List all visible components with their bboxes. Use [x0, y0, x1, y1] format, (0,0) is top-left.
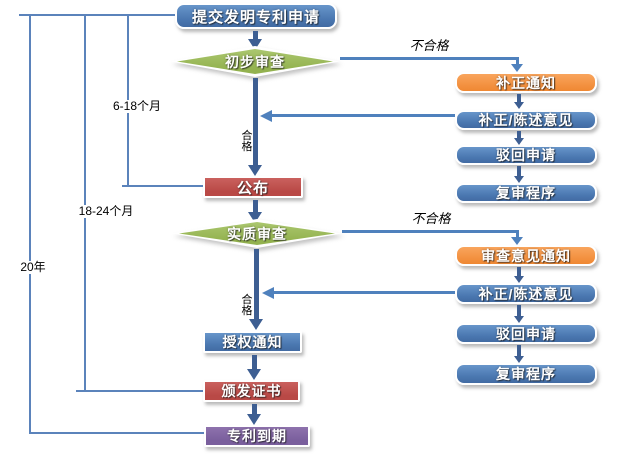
arrow-preliminary-to-publish-head [248, 165, 262, 176]
edge-preliminary-fail-head [511, 64, 523, 72]
arrow-submit-to-preliminary [253, 31, 258, 39]
node-submit-application-label: 提交发明专利申请 [191, 8, 320, 26]
node-submit-application: 提交发明专利申请 [175, 3, 337, 29]
arrow-branch1-2-head [514, 138, 524, 145]
arrow-branch1-3-head [514, 176, 524, 183]
node-issue-certificate: 颁发证书 [203, 380, 300, 402]
node-reexamination-1-label: 复审程序 [496, 185, 556, 201]
bracket-top-line [19, 14, 175, 16]
edge-substantive-fail-head [511, 237, 523, 245]
arrow-grant-to-certificate-head [247, 369, 261, 380]
arrow-branch2-1-head [514, 276, 524, 283]
edge-feedback-2-line [274, 291, 455, 294]
edge-substantive-fail-line [342, 230, 518, 233]
arrow-branch1-3 [517, 166, 521, 176]
edge-label-substantive-pass: 合格 [241, 294, 253, 317]
edge-preliminary-fail-elbow [516, 57, 519, 64]
arrow-certificate-to-expiry-head [247, 414, 261, 425]
edge-substantive-fail-elbow [516, 230, 519, 237]
node-patent-expiry: 专利到期 [204, 425, 310, 447]
duration-label-20-years: 20年 [14, 261, 52, 274]
arrow-publish-to-substantive-head [248, 212, 262, 223]
edge-label-preliminary-pass: 合格 [241, 130, 253, 153]
node-correction-statement-1-label: 补正/陈述意见 [478, 112, 574, 128]
node-correction-statement-1: 补正/陈述意见 [455, 110, 597, 130]
node-exam-opinion-notice-label: 审查意见通知 [481, 247, 571, 264]
arrow-preliminary-to-publish [253, 78, 258, 165]
edge-feedback-1-line [272, 114, 455, 117]
node-substantive-exam: 实质审查 [172, 219, 342, 248]
node-reexamination-2: 复审程序 [455, 363, 597, 385]
arrow-certificate-to-expiry [252, 404, 257, 414]
bracket-20y-vertical [29, 14, 31, 434]
substantive-exam-diamond-fill [179, 222, 335, 245]
arrow-publish-to-substantive [253, 200, 258, 212]
node-reject-application-1: 驳回申请 [455, 145, 597, 165]
node-publish-label: 公布 [236, 179, 269, 197]
node-reexamination-2-label: 复审程序 [496, 366, 556, 382]
arrow-branch2-2 [517, 305, 521, 316]
edge-label-substantive-fail: 不合格 [411, 211, 451, 226]
arrow-branch2-2-head [514, 316, 524, 323]
duration-label-6-18-months: 6-18个月 [107, 100, 167, 113]
node-correction-notice-label: 补正通知 [496, 74, 556, 91]
arrow-substantive-to-grant-head [249, 319, 263, 330]
node-publish: 公布 [203, 176, 303, 198]
edge-feedback-2-head [262, 287, 274, 299]
arrow-branch2-3 [517, 345, 521, 356]
node-correction-notice: 补正通知 [455, 72, 597, 93]
bracket-6-18-horizontal [122, 185, 204, 187]
node-preliminary-exam: 初步审查 [170, 46, 340, 77]
bracket-18-24-vertical [84, 14, 86, 392]
arrow-substantive-to-grant [254, 249, 259, 319]
node-reject-application-2-label: 驳回申请 [496, 325, 556, 342]
bracket-20y-horizontal [29, 432, 205, 434]
edge-feedback-1-head [260, 110, 272, 122]
node-exam-opinion-notice: 审查意见通知 [455, 245, 597, 266]
arrow-branch1-2 [517, 131, 521, 138]
node-issue-certificate-label: 颁发证书 [221, 383, 282, 399]
node-preliminary-exam-label: 初步审查 [225, 53, 285, 70]
edge-label-preliminary-fail: 不合格 [409, 38, 449, 53]
arrow-branch2-1 [517, 267, 521, 276]
duration-label-18-24-months: 18-24个月 [73, 205, 139, 218]
bracket-18-24-horizontal [76, 390, 204, 392]
node-grant-notice: 授权通知 [203, 331, 302, 353]
node-correction-statement-2-label: 补正/陈述意见 [478, 285, 574, 302]
arrow-branch1-1-head [514, 102, 524, 109]
node-substantive-exam-label: 实质审查 [227, 225, 287, 242]
node-correction-statement-2: 补正/陈述意见 [455, 283, 597, 304]
node-reject-application-2: 驳回申请 [455, 323, 597, 344]
node-reject-application-1-label: 驳回申请 [496, 147, 556, 163]
edge-preliminary-fail-line [340, 57, 518, 60]
node-reexamination-1: 复审程序 [455, 183, 597, 203]
arrow-submit-to-preliminary-head [248, 39, 262, 50]
arrow-branch2-3-head [514, 356, 524, 363]
arrow-grant-to-certificate [252, 355, 257, 369]
arrow-branch1-1 [517, 94, 521, 102]
node-grant-notice-label: 授权通知 [222, 334, 283, 350]
node-patent-expiry-label: 专利到期 [227, 428, 287, 444]
